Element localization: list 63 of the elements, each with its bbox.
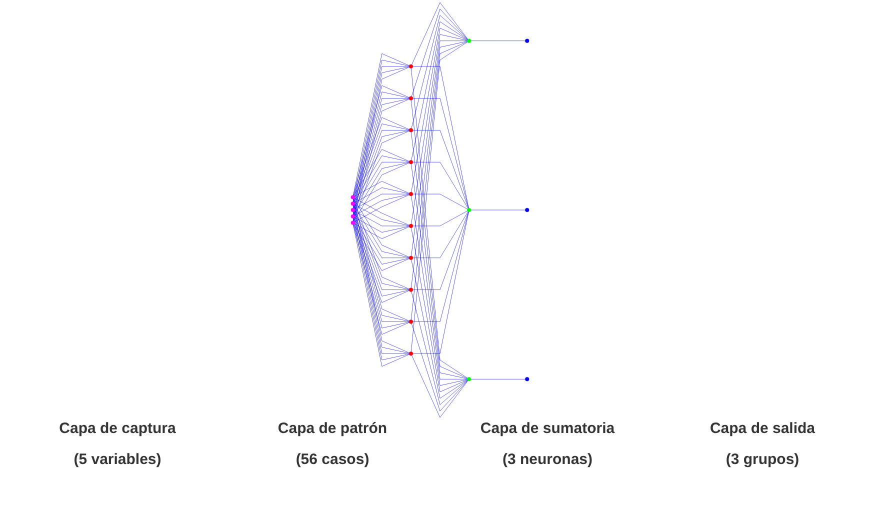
connector bbox=[352, 188, 411, 204]
connector bbox=[410, 322, 469, 412]
connector bbox=[352, 216, 411, 232]
connector bbox=[411, 98, 470, 210]
node-circle bbox=[466, 377, 472, 382]
node-circle bbox=[408, 192, 414, 196]
connector bbox=[410, 2, 470, 66]
node-circle bbox=[408, 160, 414, 164]
connector bbox=[352, 194, 411, 210]
layer-label: (5 variables) bbox=[74, 451, 162, 468]
node-circle bbox=[350, 195, 355, 200]
connector bbox=[352, 222, 411, 239]
node-circle bbox=[466, 38, 472, 43]
node-circle bbox=[408, 320, 414, 324]
node-circle bbox=[408, 128, 414, 132]
connector bbox=[411, 210, 470, 354]
connector bbox=[352, 181, 411, 198]
connector bbox=[410, 226, 469, 392]
layer-label: (3 neuronas) bbox=[502, 451, 592, 468]
connector bbox=[410, 354, 470, 418]
connector bbox=[411, 130, 470, 210]
layer-label: Capa de captura bbox=[59, 420, 176, 437]
connector bbox=[410, 22, 469, 162]
layer-label: Capa de salida bbox=[710, 420, 816, 437]
connector bbox=[352, 216, 411, 264]
connector bbox=[411, 210, 470, 290]
connector bbox=[469, 40, 527, 41]
connector bbox=[352, 222, 411, 271]
connector bbox=[352, 156, 411, 204]
connector bbox=[469, 378, 527, 380]
node-circle bbox=[408, 224, 414, 228]
layer-label: (56 casos) bbox=[296, 451, 370, 468]
node-circle bbox=[350, 220, 355, 225]
node-circle bbox=[525, 377, 530, 382]
node-circle bbox=[350, 202, 355, 206]
node-circle bbox=[408, 96, 414, 100]
connector bbox=[410, 28, 469, 194]
connector bbox=[410, 194, 469, 386]
node-circle bbox=[408, 352, 414, 356]
node-circle bbox=[466, 208, 472, 212]
connector bbox=[411, 194, 469, 210]
connector bbox=[411, 210, 470, 258]
connector bbox=[410, 258, 469, 398]
layer-label: Capa de patrón bbox=[278, 420, 388, 437]
connector bbox=[411, 162, 470, 210]
connector bbox=[352, 194, 411, 216]
connector bbox=[352, 149, 411, 198]
node-circle bbox=[525, 208, 530, 212]
connector bbox=[410, 290, 469, 405]
connector bbox=[410, 34, 469, 226]
node-circle bbox=[350, 214, 355, 218]
node-circle bbox=[350, 208, 355, 212]
node-circle bbox=[525, 38, 530, 43]
connector bbox=[411, 66, 470, 210]
node-circle bbox=[408, 64, 414, 68]
node-circle bbox=[408, 288, 414, 292]
layer-label: Capa de sumatoria bbox=[480, 420, 615, 437]
connector bbox=[411, 210, 469, 226]
layer-label: (3 grupos) bbox=[726, 451, 800, 468]
node-circle bbox=[408, 256, 414, 260]
connector bbox=[410, 15, 469, 130]
connector bbox=[410, 8, 469, 98]
connector bbox=[411, 210, 470, 322]
